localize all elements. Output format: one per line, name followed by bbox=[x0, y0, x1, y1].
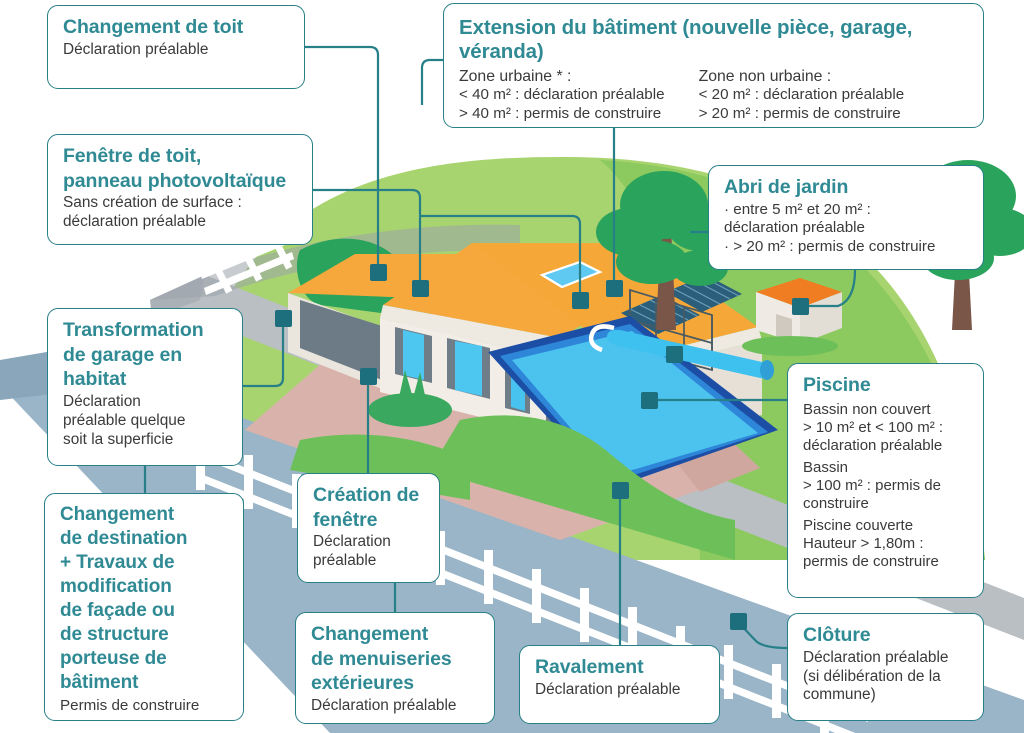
pool-cover-roller bbox=[588, 324, 775, 380]
section-line2: construire bbox=[803, 494, 869, 512]
card-title-line2: de destination bbox=[60, 528, 188, 550]
card-title: Changement de toit bbox=[63, 16, 244, 38]
card-title-line2: de garage en bbox=[63, 343, 183, 366]
section-piscine-couverte: Piscine couverte Hauteur > 1,80m : permi… bbox=[803, 517, 970, 571]
section-heading: Piscine couverte bbox=[803, 516, 914, 534]
card-body-line2: déclaration préalable bbox=[724, 219, 866, 237]
card-extension-batiment[interactable]: Extension du bâtiment (nouvelle pièce, g… bbox=[443, 3, 984, 128]
garage-door bbox=[300, 300, 382, 380]
card-cloture[interactable]: Clôture Déclaration préalable (si délibé… bbox=[787, 613, 984, 721]
section-heading: Bassin non couvert bbox=[803, 400, 931, 418]
card-body: Déclaration préalable bbox=[535, 680, 681, 698]
card-title-line6: de structure bbox=[60, 624, 169, 646]
card-title: Abri de jardin bbox=[724, 176, 849, 198]
card-body-line2: préalable bbox=[313, 552, 377, 570]
card-title-line1: Changement bbox=[311, 623, 429, 645]
grass-clump-pool bbox=[430, 415, 735, 560]
card-body: Déclaration préalable bbox=[311, 696, 457, 714]
card-title-line2: fenêtre bbox=[313, 508, 378, 531]
card-body: Permis de construire bbox=[60, 697, 200, 715]
card-title-line3: habitat bbox=[63, 368, 127, 391]
card-body-line3: · > 20 m² : permis de construire bbox=[724, 237, 936, 255]
card-fenetre-de-toit[interactable]: Fenêtre de toit, panneau photovoltaïque … bbox=[47, 134, 313, 245]
card-changement-destination[interactable]: Changement de destination + Travaux de m… bbox=[44, 493, 244, 721]
card-body-line3: commune) bbox=[803, 686, 876, 704]
extension-columns: Zone urbaine * : < 40 m² : déclaration p… bbox=[459, 67, 970, 124]
shrub-front bbox=[368, 370, 452, 427]
card-title: Ravalement bbox=[535, 656, 644, 678]
card-title-line7: porteuse de bbox=[60, 648, 167, 670]
section-bassin: Bassin > 100 m² : permis de construire bbox=[803, 459, 970, 513]
section-line1: Hauteur > 1,80m : bbox=[803, 534, 924, 552]
card-changement-menuiseries[interactable]: Changement de menuiseries extérieures Dé… bbox=[295, 612, 495, 724]
card-abri-de-jardin[interactable]: Abri de jardin · entre 5 m² et 20 m² : d… bbox=[708, 165, 984, 270]
card-title-line4: modification bbox=[60, 576, 172, 598]
section-bassin-non-couvert: Bassin non couvert > 10 m² et < 100 m² :… bbox=[803, 401, 970, 455]
card-title-line1: Changement bbox=[60, 504, 175, 525]
card-body-line1: Déclaration bbox=[313, 533, 391, 551]
card-body-line1: Sans création de surface : bbox=[63, 194, 242, 212]
card-title-line1: Transformation bbox=[63, 319, 204, 341]
pool bbox=[488, 316, 778, 488]
zone-urbaine-line1: < 40 m² : déclaration préalable bbox=[459, 85, 665, 103]
card-piscine[interactable]: Piscine Bassin non couvert > 10 m² et < … bbox=[787, 363, 984, 598]
zone-non-urbaine-heading: Zone non urbaine : bbox=[698, 67, 832, 85]
section-line1: > 100 m² : permis de bbox=[803, 476, 941, 494]
card-body-line1: Déclaration préalable bbox=[803, 648, 949, 666]
card-title-line2: de menuiseries bbox=[311, 647, 452, 670]
card-title-line8: bâtiment bbox=[60, 672, 139, 694]
card-title: Clôture bbox=[803, 624, 871, 646]
card-ravalement[interactable]: Ravalement Déclaration préalable bbox=[519, 645, 720, 724]
card-transformation-garage[interactable]: Transformation de garage en habitat Décl… bbox=[47, 308, 243, 466]
zone-non-urbaine-line2: > 20 m² : permis de construire bbox=[698, 104, 901, 122]
section-heading: Bassin bbox=[803, 458, 849, 476]
card-title: Piscine bbox=[803, 374, 871, 396]
card-title-line5: de façade ou bbox=[60, 600, 175, 622]
section-line2: permis de construire bbox=[803, 552, 939, 570]
column-zone-urbaine: Zone urbaine * : < 40 m² : déclaration p… bbox=[459, 67, 665, 124]
card-title-line1: Création de bbox=[313, 484, 420, 506]
card-title-line2: panneau photovoltaïque bbox=[63, 169, 287, 192]
section-line2: déclaration préalable bbox=[803, 436, 943, 454]
garden-shed bbox=[756, 278, 842, 344]
card-body: Déclaration préalable bbox=[63, 40, 209, 58]
card-title-line3: extérieures bbox=[311, 672, 414, 695]
card-body-line1: Déclaration bbox=[63, 392, 141, 410]
card-body-line2: (si délibération de la bbox=[803, 667, 941, 685]
card-title: Extension du bâtiment (nouvelle pièce, g… bbox=[459, 16, 913, 63]
section-line1: > 10 m² et < 100 m² : bbox=[803, 418, 944, 436]
card-title-line1: Fenêtre de toit, bbox=[63, 145, 202, 167]
zone-non-urbaine-line1: < 20 m² : déclaration préalable bbox=[698, 85, 905, 103]
card-body-line2: déclaration préalable bbox=[63, 213, 206, 231]
card-title-line3: + Travaux de bbox=[60, 552, 175, 574]
card-creation-fenetre[interactable]: Création de fenêtre Déclaration préalabl… bbox=[297, 473, 440, 583]
column-zone-non-urbaine: Zone non urbaine : < 20 m² : déclaration… bbox=[699, 67, 905, 124]
card-body-line3: soit la superficie bbox=[63, 430, 174, 448]
card-body-line1: · entre 5 m² et 20 m² : bbox=[724, 200, 871, 218]
shed-grass bbox=[742, 336, 838, 356]
zone-urbaine-heading: Zone urbaine * : bbox=[459, 67, 572, 85]
card-body-line2: préalable quelque bbox=[63, 411, 186, 429]
zone-urbaine-line2: > 40 m² : permis de construire bbox=[459, 104, 662, 122]
card-changement-de-toit[interactable]: Changement de toit Déclaration préalable bbox=[47, 5, 305, 89]
